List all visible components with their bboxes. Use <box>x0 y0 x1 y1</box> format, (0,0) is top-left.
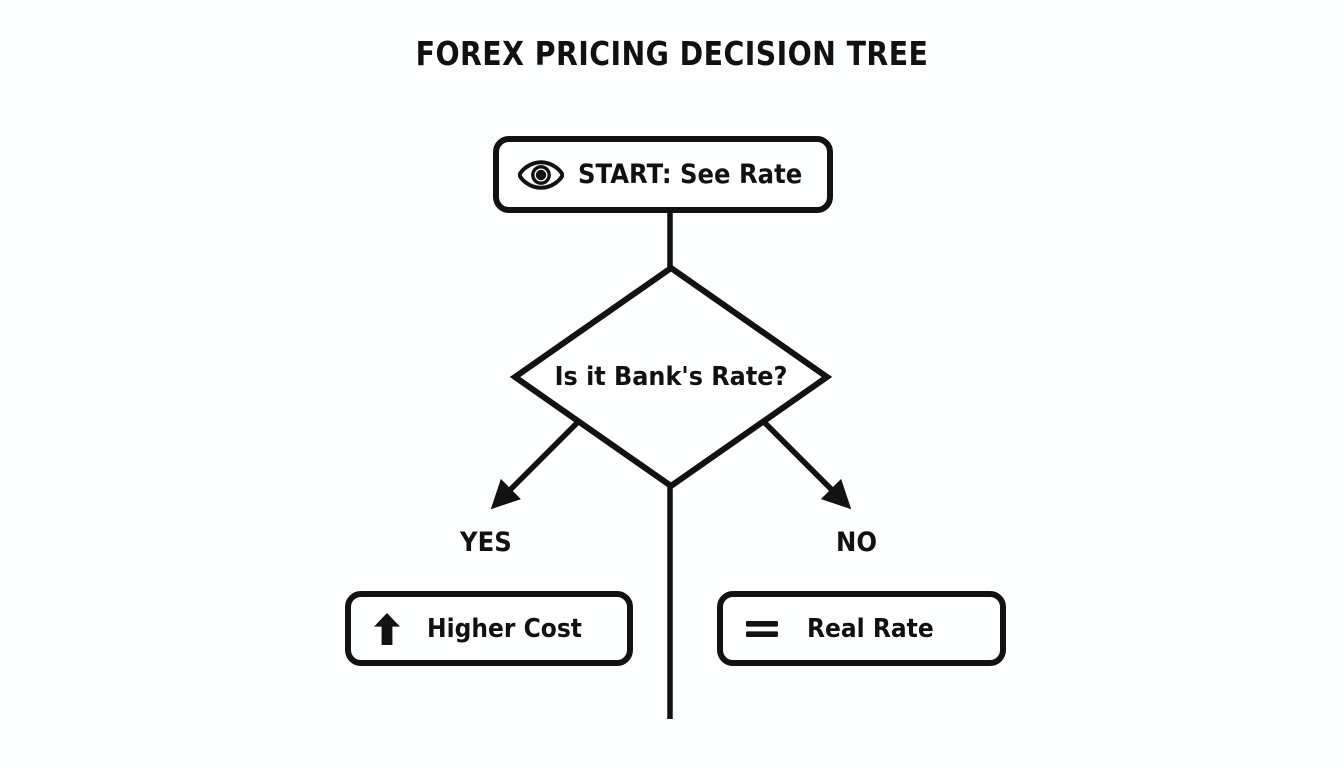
eye-icon <box>518 159 564 190</box>
arrow-up-icon <box>373 612 401 646</box>
page-title: FOREX PRICING DECISION TREE <box>415 34 929 73</box>
branch-label-no: NO <box>836 527 878 558</box>
arrow-yes <box>490 420 580 510</box>
node-higher-cost[interactable]: Higher Cost <box>345 591 633 666</box>
node-decision[interactable]: Is it Bank's Rate? <box>509 262 833 491</box>
equals-icon <box>745 616 779 642</box>
arrow-no <box>762 420 852 510</box>
branch-label-yes: YES <box>460 527 512 558</box>
node-real-rate-label: Real Rate <box>807 613 934 644</box>
node-higher-cost-label: Higher Cost <box>427 613 582 644</box>
node-real-rate[interactable]: Real Rate <box>717 591 1006 666</box>
node-start-label: START: See Rate <box>578 159 803 190</box>
node-start[interactable]: START: See Rate <box>493 136 833 213</box>
node-decision-label: Is it Bank's Rate? <box>554 361 788 392</box>
